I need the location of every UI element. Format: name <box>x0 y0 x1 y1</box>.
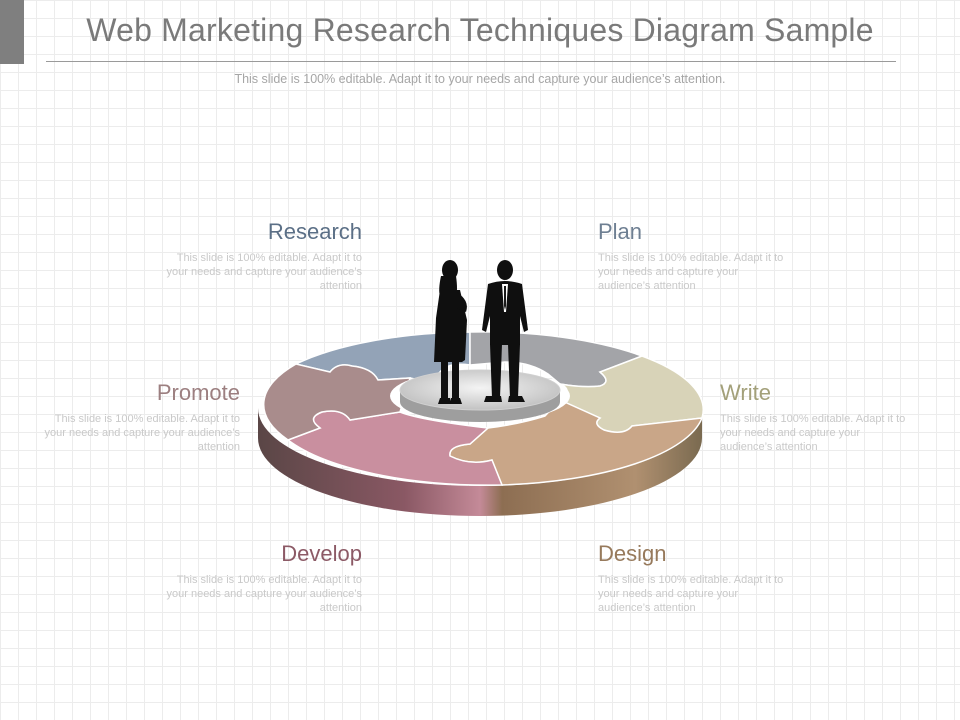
design-description: This slide is 100% editable. Adapt it to… <box>598 574 784 614</box>
write-description: This slide is 100% editable. Adapt it to… <box>720 413 906 453</box>
label-plan: Plan This slide is 100% editable. Adapt … <box>598 219 788 293</box>
write-heading: Write <box>720 380 771 405</box>
plan-heading: Plan <box>598 219 643 244</box>
label-design: Design This slide is 100% editable. Adap… <box>598 541 788 615</box>
promote-heading: Promote <box>156 380 240 405</box>
label-write: Write This slide is 100% editable. Adapt… <box>720 380 910 454</box>
page-title: Web Marketing Research Techniques Diagra… <box>86 12 874 48</box>
research-heading: Research <box>267 219 362 244</box>
label-research: Research This slide is 100% editable. Ad… <box>160 219 363 293</box>
label-develop: Develop This slide is 100% editable. Ada… <box>160 541 363 615</box>
title-divider <box>46 61 896 62</box>
promote-description: This slide is 100% editable. Adapt it to… <box>44 413 241 453</box>
businessman-silhouette <box>482 260 528 402</box>
research-description: This slide is 100% editable. Adapt it to… <box>166 252 363 292</box>
ring-side <box>258 408 702 516</box>
design-heading: Design <box>598 541 667 566</box>
businesswoman-silhouette <box>434 260 467 404</box>
develop-description: This slide is 100% editable. Adapt it to… <box>166 574 363 614</box>
develop-heading: Develop <box>281 541 362 566</box>
center-disc-top <box>399 369 561 411</box>
puzzle-piece-promote <box>262 363 412 441</box>
page-subtitle: This slide is 100% editable. Adapt it to… <box>234 72 726 86</box>
label-promote: Promote This slide is 100% editable. Ada… <box>40 380 241 454</box>
corner-accent-block <box>0 0 24 64</box>
plan-description: This slide is 100% editable. Adapt it to… <box>598 252 784 292</box>
